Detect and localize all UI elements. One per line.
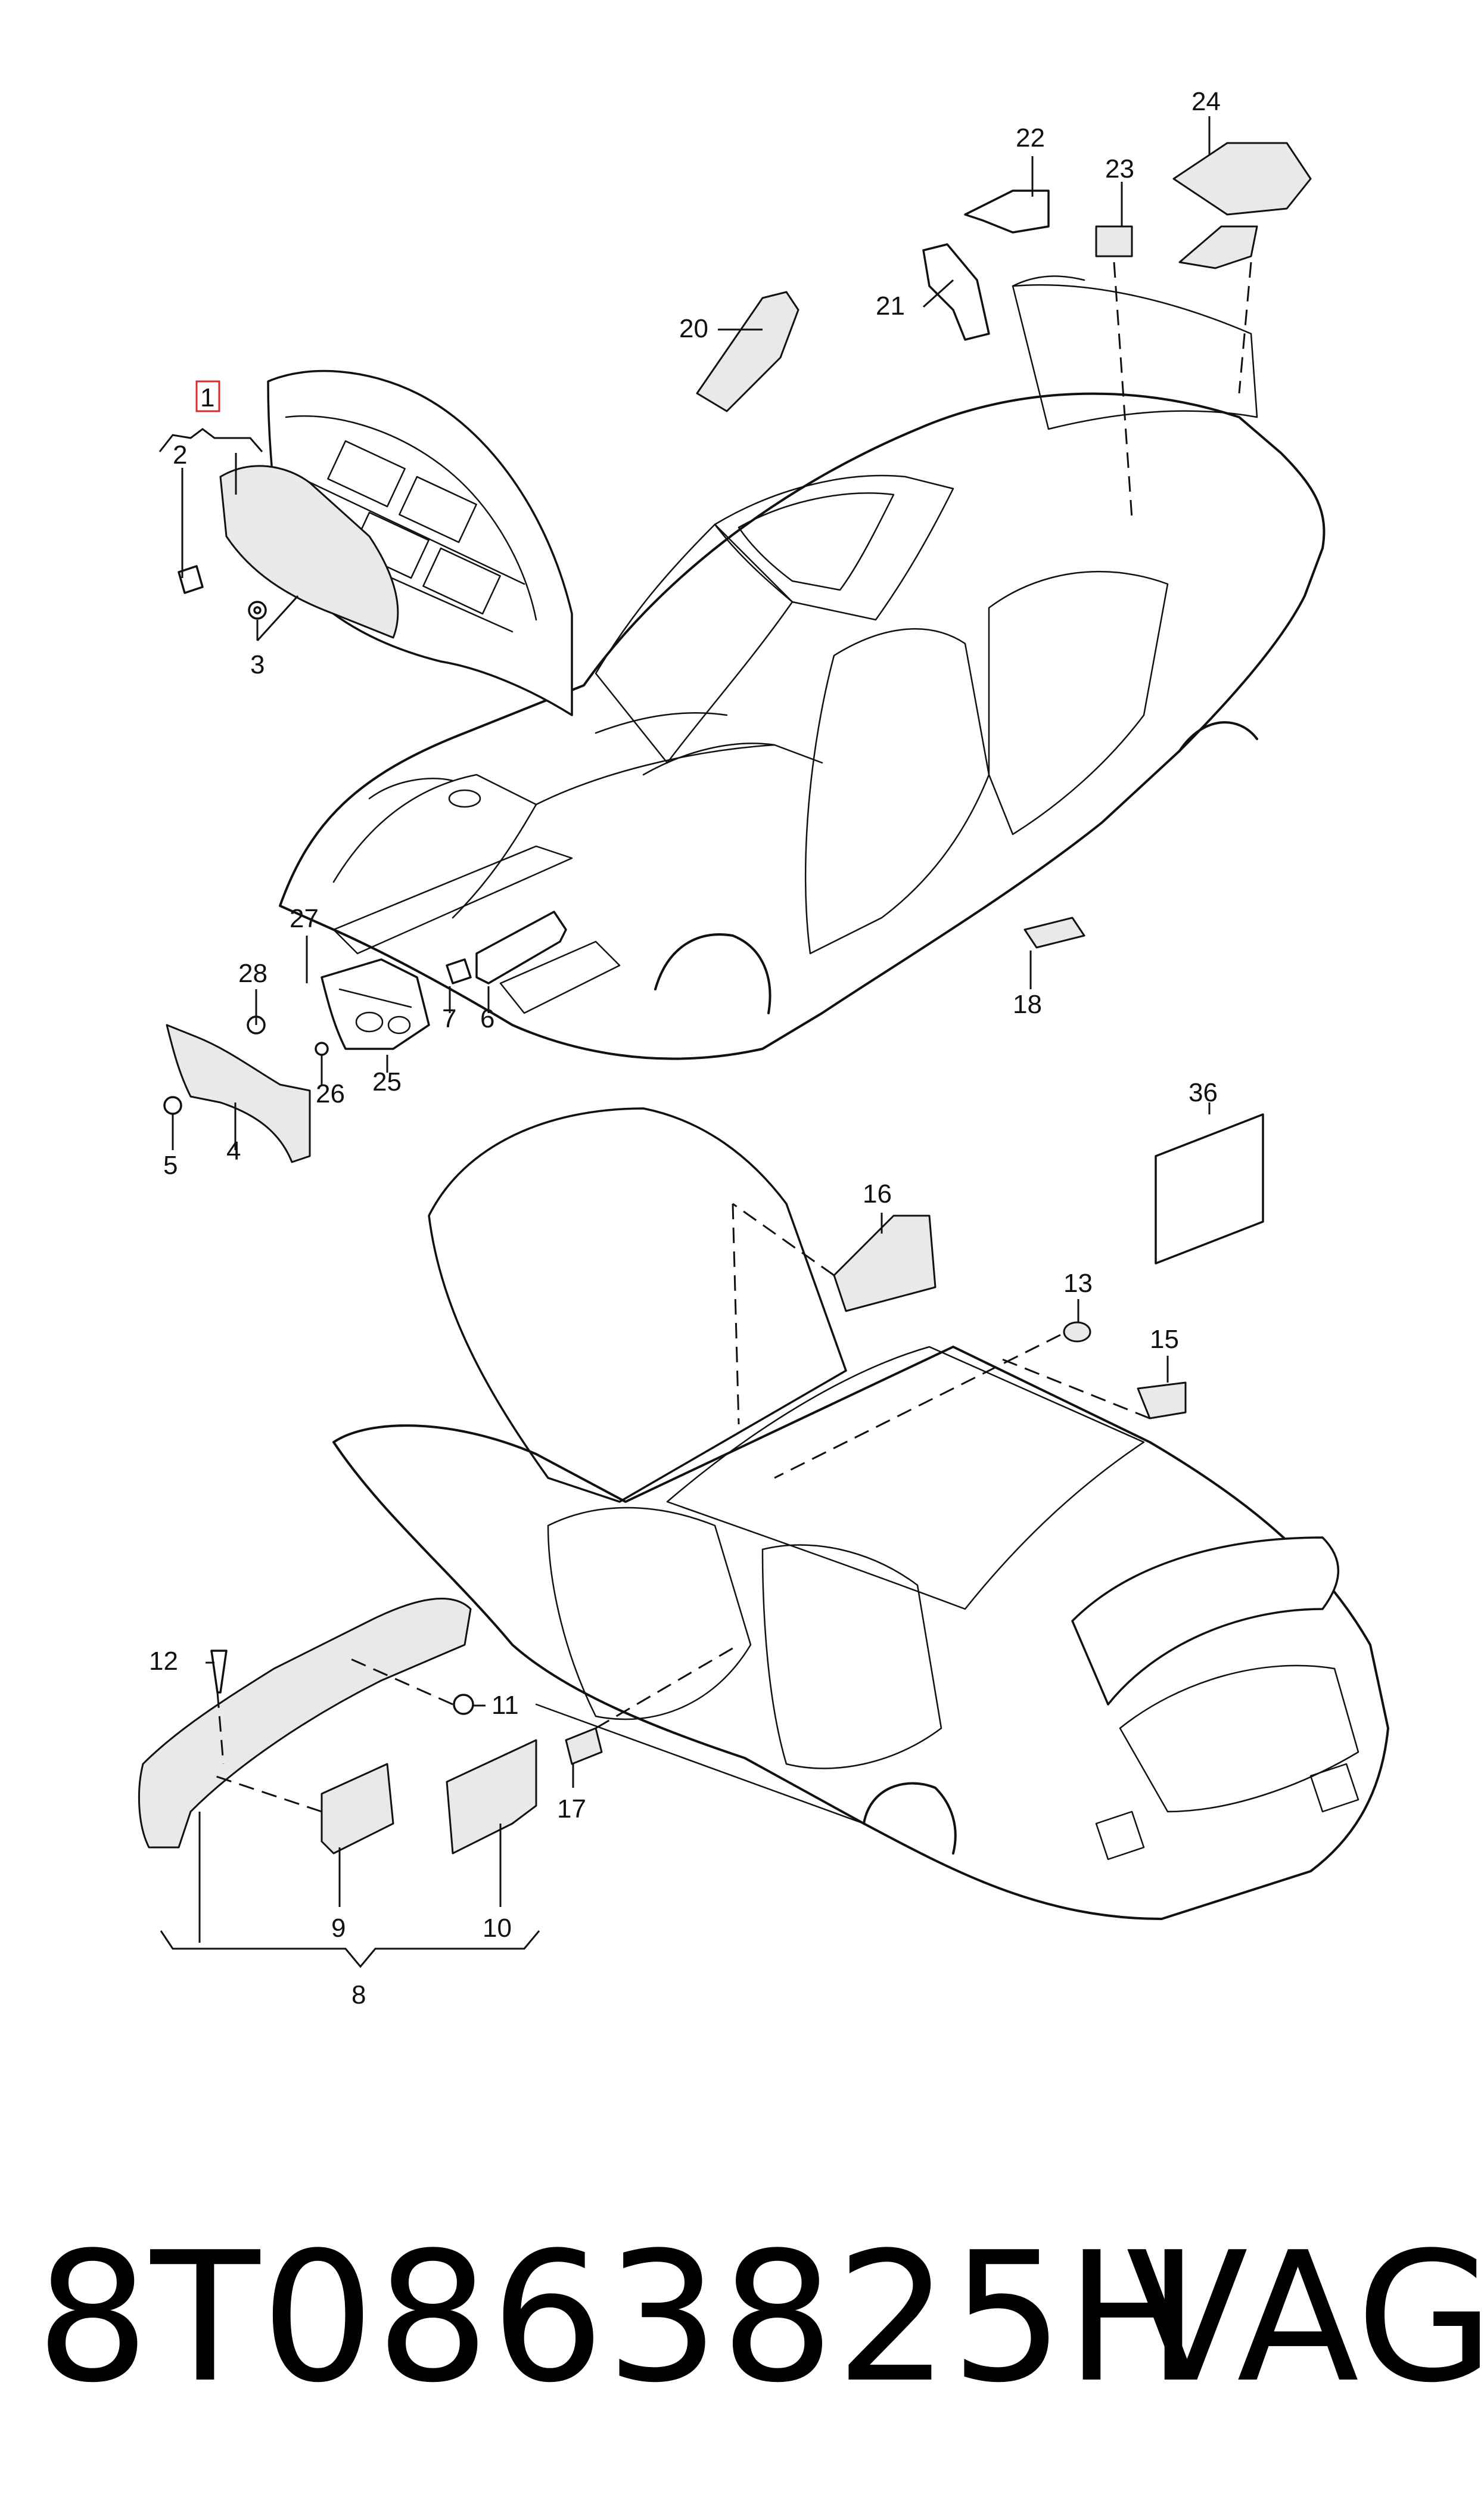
callout-21[interactable]: 21 [876,291,905,321]
part-24a [1172,142,1312,216]
upper-fasteners [163,601,329,1115]
callout-1[interactable]: 1 [200,383,214,412]
part-23 [1095,225,1133,257]
callout-8[interactable]: 8 [351,1980,366,2009]
callout-16[interactable]: 16 [863,1179,892,1209]
pad-18 [1023,917,1085,949]
brand-caption: VAG [1126,2214,1484,2422]
cap-13 [1063,1321,1091,1343]
hood-insulation [178,465,399,639]
callout-22[interactable]: 22 [1016,123,1045,153]
callout-10[interactable]: 10 [483,1914,512,1943]
callout-27[interactable]: 27 [290,904,319,933]
callout-6[interactable]: 6 [480,1004,494,1033]
callout-28[interactable]: 28 [238,959,267,988]
callout-36[interactable]: 36 [1189,1078,1218,1107]
wheelhouse-liner [166,1024,311,1163]
callout-12[interactable]: 12 [149,1647,178,1676]
callout-4[interactable]: 4 [226,1136,241,1166]
panel-10 [446,1739,537,1855]
callout-26[interactable]: 26 [316,1079,345,1108]
clip-7 [446,958,472,984]
sheet-36 [1155,1113,1264,1265]
callout-17[interactable]: 17 [557,1794,586,1824]
part-20 [696,291,799,412]
clip-15 [1137,1381,1187,1420]
front-bracket [321,958,430,1050]
support-bracket [475,911,567,984]
lower-car-body [332,1107,1389,1920]
callout-24[interactable]: 24 [1191,87,1221,116]
callout-15[interactable]: 15 [1150,1325,1179,1354]
callout-5[interactable]: 5 [163,1151,178,1180]
callout-18[interactable]: 18 [1013,990,1042,1019]
callout-25[interactable]: 25 [372,1067,402,1097]
callout-2[interactable]: 2 [173,440,187,470]
part-number-caption: 8T0863825H [36,2214,1201,2422]
callout-13[interactable]: 13 [1063,1269,1093,1298]
upper-car-body [279,275,1326,1060]
part-24b [1178,225,1258,269]
callout-23[interactable]: 23 [1105,154,1134,184]
highlighted-callout-box [195,380,220,412]
leader-lines [158,116,1252,1968]
panel-9 [321,1763,394,1855]
bulkhead-insulation [138,1598,472,1849]
part-22 [964,190,1050,234]
pad-17 [565,1727,603,1765]
part-21 [922,243,990,341]
screw-12 [210,1650,228,1694]
callout-labels: 1 2 3 20 21 22 23 24 27 28 7 6 26 25 5 4… [149,87,1221,2009]
callout-9[interactable]: 9 [331,1914,346,1943]
callout-20[interactable]: 20 [679,314,708,343]
callout-3[interactable]: 3 [250,650,265,679]
callout-11[interactable]: 11 [491,1691,519,1720]
part-16 [833,1215,937,1312]
callout-7[interactable]: 7 [442,1004,456,1033]
clip-11 [453,1694,474,1715]
